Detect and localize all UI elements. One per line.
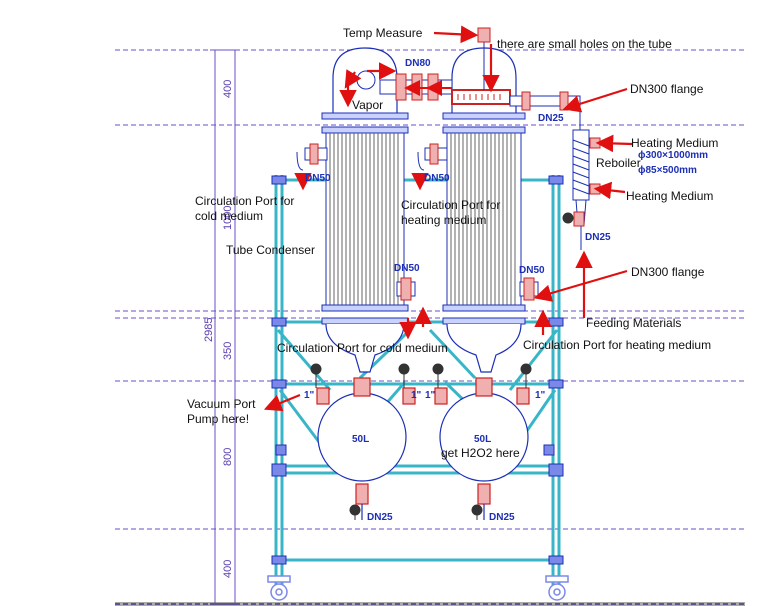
- label-one-inch-3: 1": [425, 390, 436, 401]
- label-flask-right: 50L: [474, 434, 491, 445]
- label-circ-cold-1: Circulation Port for: [195, 194, 294, 208]
- top-flanges: [321, 112, 526, 134]
- label-pump-here: Pump here!: [187, 412, 249, 426]
- label-dn50-low-right: DN50: [519, 265, 545, 276]
- sparger-tube: [451, 89, 511, 105]
- label-one-inch-2: 1": [411, 390, 422, 401]
- label-dn25-top: DN25: [538, 113, 564, 124]
- label-heating-medium-bottom: Heating Medium: [626, 189, 713, 203]
- label-dn50-mid: DN50: [424, 173, 450, 184]
- annotation-arrows: [263, 25, 633, 412]
- label-circ-heat-bottom: Circulation Port for heating medium: [523, 338, 711, 352]
- label-flask-left: 50L: [352, 434, 369, 445]
- label-tube-condenser: Tube Condenser: [226, 243, 315, 257]
- label-one-inch-1: 1": [304, 390, 315, 401]
- label-circ-cold-bottom: Circulation Port for cold medium: [277, 341, 448, 355]
- ground-line: [115, 602, 745, 606]
- label-dn80: DN80: [405, 58, 431, 69]
- label-one-inch-4: 1": [535, 390, 546, 401]
- valve-handles: [310, 212, 574, 520]
- dimension-lines: [210, 49, 240, 605]
- label-dn300-flange-bottom: DN300 flange: [631, 265, 705, 279]
- label-dn25-bottom-right: DN25: [489, 512, 515, 523]
- label-circ-heat-1: Circulation Port for: [401, 198, 500, 212]
- label-temp-measure: Temp Measure: [343, 26, 423, 40]
- frame-clamps: [271, 175, 564, 565]
- label-vacuum-port: Vacuum Port: [187, 397, 256, 411]
- dim-800: 800: [222, 448, 234, 466]
- label-reboiler: Reboiler: [596, 156, 641, 170]
- label-circ-heat-2: heating medium: [401, 213, 486, 227]
- outlet-pipe: [509, 91, 581, 130]
- bottom-flanges: [321, 304, 526, 325]
- label-dn50-low-left: DN50: [394, 263, 420, 274]
- label-get-h2o2: get H2O2 here: [441, 446, 520, 460]
- label-reboiler-spec-2: ϕ85×500mm: [638, 165, 697, 176]
- side-ports: [296, 143, 539, 301]
- label-dn300-flange-top: DN300 flange: [630, 82, 704, 96]
- dim-1000: 1000: [222, 206, 234, 230]
- label-dn25-bottom-left: DN25: [367, 512, 393, 523]
- label-small-holes: there are small holes on the tube: [497, 37, 672, 51]
- label-feeding-materials: Feeding Materials: [586, 316, 681, 330]
- label-circ-cold-2: cold medium: [195, 209, 263, 223]
- dim-2985: 2985: [203, 318, 215, 342]
- label-reboiler-spec-1: ϕ300×1000mm: [638, 150, 708, 161]
- label-heating-medium-top: Heating Medium: [631, 136, 718, 150]
- left-tube-bundle: [325, 132, 405, 306]
- dim-400-top: 400: [222, 80, 234, 98]
- right-tube-bundle: [446, 132, 522, 306]
- dim-400-bottom: 400: [222, 560, 234, 578]
- dim-350: 350: [222, 342, 234, 360]
- label-dn50-left: DN50: [305, 173, 331, 184]
- flasks: [316, 377, 530, 520]
- label-vapor: Vapor: [352, 98, 383, 112]
- casters: [267, 575, 569, 601]
- label-dn25-reboiler: DN25: [585, 232, 611, 243]
